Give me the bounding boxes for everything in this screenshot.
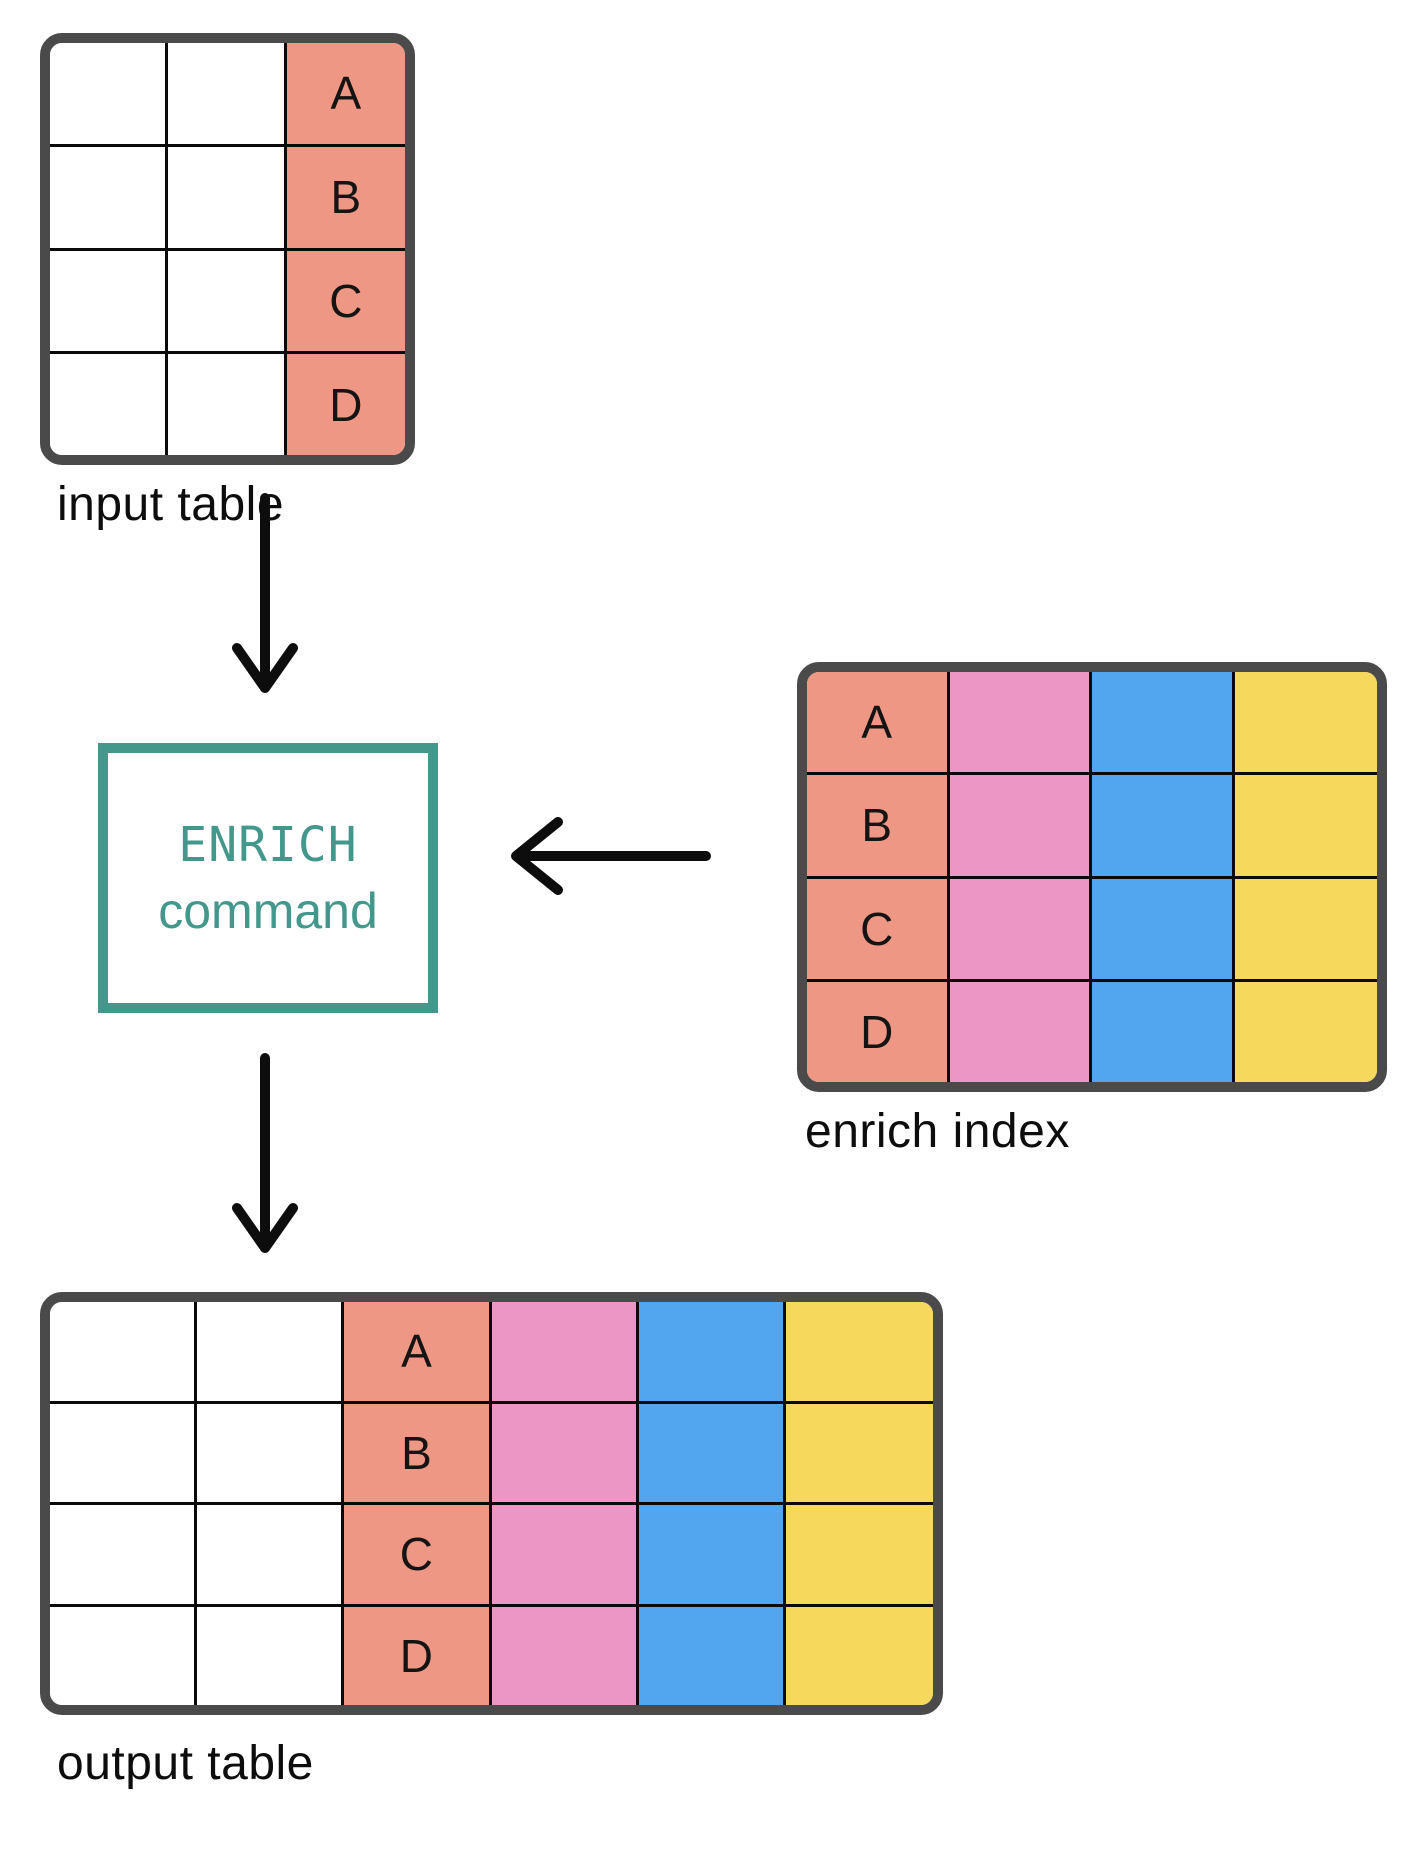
key-cell: C [286,250,405,355]
key-cell: B [807,775,950,879]
table-cell [638,1505,786,1607]
table-cell [1234,775,1377,879]
down-arrow-icon [232,1053,298,1253]
table-cell [50,1302,198,1404]
table-cell [785,1302,933,1404]
key-cell: D [344,1606,492,1705]
table-cell [50,250,169,355]
table-cell [1234,878,1377,982]
output-table-label: output table [57,1737,314,1790]
table-cell [491,1606,639,1705]
table-cell [638,1606,786,1705]
input-table-label: input table [57,478,285,531]
table-cell [168,43,287,147]
table-cell [949,878,1092,982]
table-cell [197,1302,345,1404]
key-cell: B [344,1403,492,1505]
table-cell [168,146,287,251]
enrich-index-label: enrich index [805,1105,1070,1158]
table-cell [638,1403,786,1505]
table-cell [785,1606,933,1705]
key-cell: A [286,43,405,147]
table-cell [491,1302,639,1404]
table-cell [785,1505,933,1607]
left-arrow-icon [511,817,711,895]
key-cell: D [807,981,950,1082]
table-cell [50,1606,198,1705]
table-cell [1092,672,1235,776]
table-cell [197,1505,345,1607]
table-cell [50,1505,198,1607]
table-cell [197,1403,345,1505]
enrich-command-word: command [158,883,378,939]
table-cell [168,250,287,355]
key-cell: A [807,672,950,776]
table-cell [1092,878,1235,982]
key-cell: A [344,1302,492,1404]
table-cell [50,1403,198,1505]
table-cell [168,354,287,455]
table-cell [949,672,1092,776]
table-cell [949,981,1092,1082]
table-cell [1092,775,1235,879]
enrich-command-box: ENRICH command [98,743,438,1013]
table-cell [197,1606,345,1705]
down-arrow-icon [232,493,298,693]
table-cell [949,775,1092,879]
key-cell: D [286,354,405,455]
key-cell: B [286,146,405,251]
table-cell [491,1505,639,1607]
enrich-command-keyword: ENRICH [178,817,358,873]
key-cell: C [807,878,950,982]
table-cell [50,43,169,147]
table-cell [785,1403,933,1505]
table-cell [638,1302,786,1404]
table-cell [1234,672,1377,776]
table-cell [1234,981,1377,1082]
table-cell [50,146,169,251]
key-cell: C [344,1505,492,1607]
table-cell [491,1403,639,1505]
table-cell [50,354,169,455]
table-cell [1092,981,1235,1082]
